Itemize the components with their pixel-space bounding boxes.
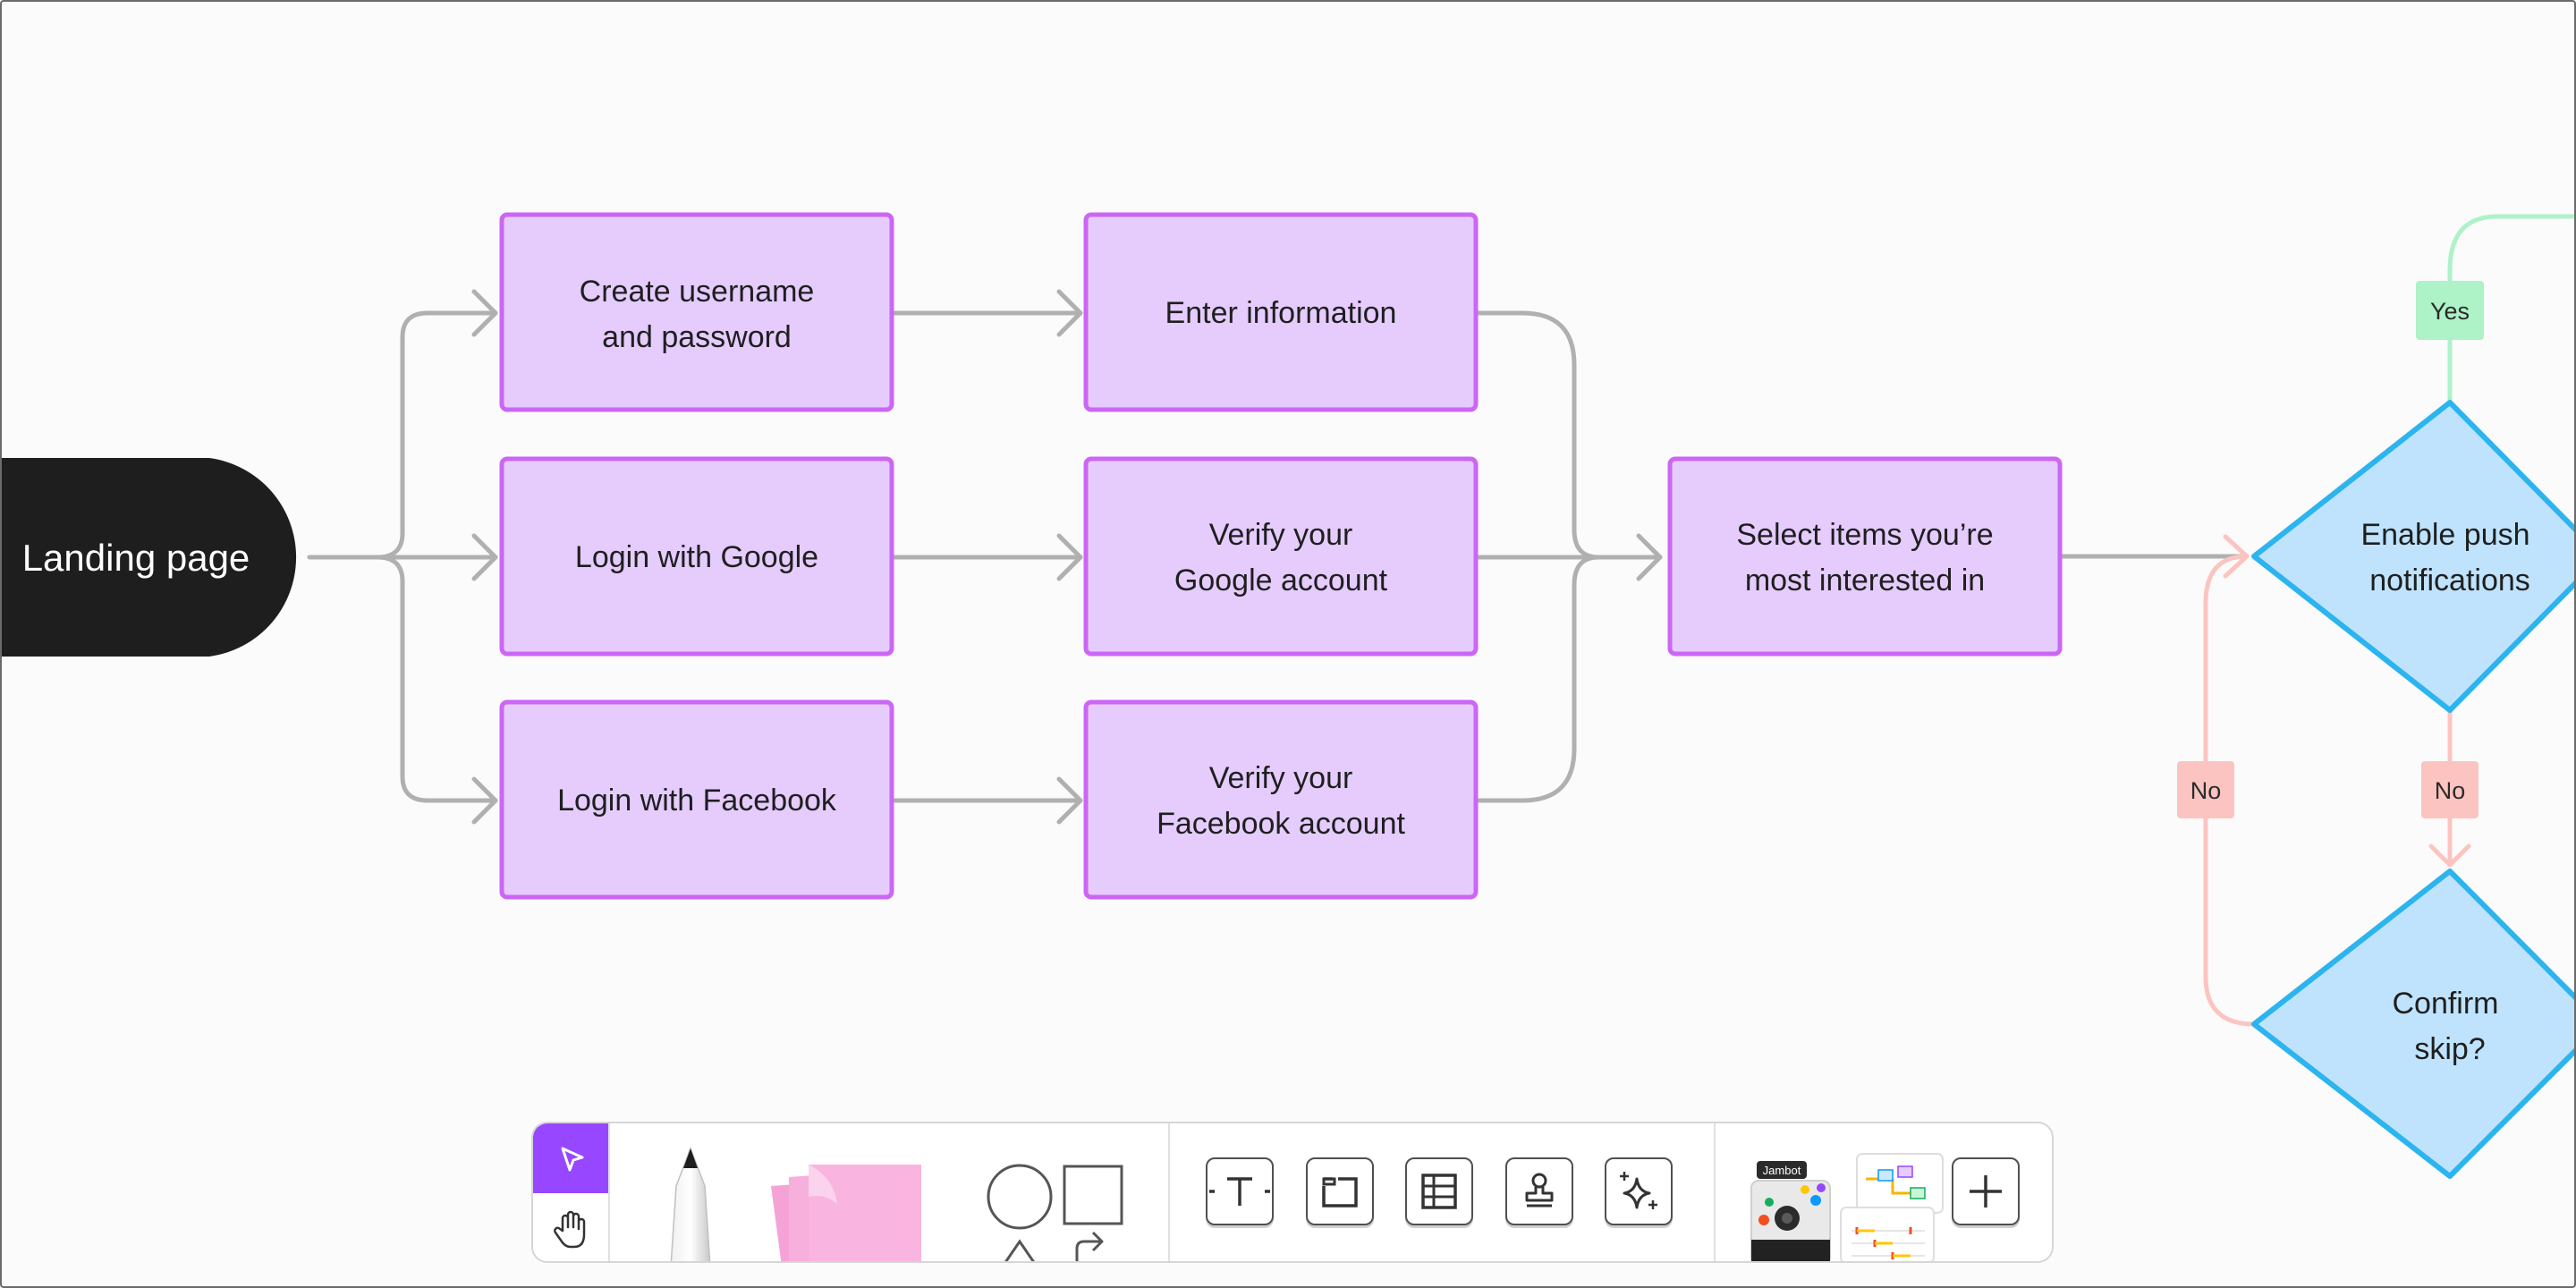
node-create-username[interactable]: Create username and password: [499, 212, 894, 412]
table-tool[interactable]: [1405, 1157, 1473, 1225]
pen-icon: [670, 1146, 711, 1261]
node-label-line: skip?: [2414, 1032, 2485, 1066]
connectors[interactable]: [307, 289, 2250, 825]
arrowhead: [1636, 533, 1663, 581]
node-verify-facebook[interactable]: Verify your Facebook account: [1083, 699, 1479, 900]
select-tool[interactable]: [533, 1123, 608, 1193]
jambot-icon: Jambot: [1750, 1161, 1831, 1261]
section-icon: [1322, 1177, 1358, 1208]
table-icon: [1421, 1174, 1457, 1209]
node-label-line: Verify your: [1209, 518, 1353, 552]
arrowhead: [1056, 289, 1083, 337]
connector-verifyf-select: [1476, 555, 1601, 803]
node-verify-google[interactable]: Verify your Google account: [1083, 456, 1479, 657]
node-label-line: notifications: [2369, 564, 2530, 597]
node-confirm-skip[interactable]: Confirm skip?: [2251, 869, 2576, 1179]
node-label-line: Facebook account: [1157, 807, 1405, 841]
node-label-line: Login with Google: [575, 540, 818, 574]
connector-landing-facebook: [375, 555, 498, 803]
jambot-label: Jambot: [1763, 1164, 1801, 1177]
node-label-line: Enter information: [1165, 296, 1397, 330]
node-enable-push[interactable]: Enable push notifications: [2251, 400, 2576, 713]
node-label-line: and password: [602, 320, 792, 354]
node-enter-information[interactable]: Enter information: [1083, 212, 1479, 412]
node-label-line: Select items you’re: [1736, 518, 1993, 552]
cursor-arrow-icon: [561, 1147, 584, 1172]
yes-label: Yes: [2430, 298, 2470, 325]
connector-yes[interactable]: [2447, 214, 2576, 405]
text-tool[interactable]: [1206, 1157, 1274, 1225]
more-tools-button[interactable]: [1952, 1157, 2020, 1225]
no-label: No: [2190, 777, 2222, 804]
node-select-items[interactable]: Select items you’re most interested in: [1667, 456, 2063, 657]
node-label-line: Create username: [580, 275, 815, 309]
hand-tool[interactable]: [533, 1193, 608, 1261]
ai-tool[interactable]: [1605, 1157, 1673, 1225]
arrowhead: [2428, 843, 2471, 868]
landing-page-node[interactable]: Landing page: [2, 458, 296, 657]
pen-tool[interactable]: [653, 1141, 728, 1261]
sparkle-icon: [1620, 1172, 1657, 1209]
connector-enter-select: [1476, 310, 1601, 560]
node-label-line: Confirm: [2392, 987, 2498, 1021]
sticky-note-tool[interactable]: [762, 1141, 941, 1261]
landing-page-label: Landing page: [22, 537, 250, 579]
node-login-facebook[interactable]: Login with Facebook: [499, 699, 894, 900]
arrowhead: [1056, 776, 1083, 825]
no-label: No: [2435, 777, 2466, 804]
node-label-line: Verify your: [1209, 761, 1353, 795]
arrowhead: [1056, 533, 1083, 581]
jambot-widget[interactable]: Jambot: [1742, 1154, 1839, 1261]
yes-badge[interactable]: Yes: [2416, 281, 2484, 340]
no-badge-down[interactable]: No: [2421, 761, 2479, 818]
hand-icon: [554, 1210, 586, 1249]
node-label-line: Enable push: [2360, 518, 2529, 552]
text-icon: [1209, 1177, 1270, 1206]
stamp-icon: [1525, 1173, 1554, 1208]
node-login-google[interactable]: Login with Google: [499, 456, 894, 657]
templates-icon: [1840, 1153, 1944, 1261]
bottom-toolbar: Jambot: [531, 1122, 2054, 1263]
stamp-tool[interactable]: [1505, 1157, 1573, 1225]
plus-icon: [1970, 1175, 2002, 1208]
arrowhead: [471, 776, 498, 825]
shapes-icon: [987, 1164, 1123, 1261]
no-badge-back[interactable]: No: [2177, 761, 2234, 818]
section-tool[interactable]: [1306, 1157, 1374, 1225]
connector-landing-create: [375, 310, 498, 560]
arrowhead: [2223, 534, 2250, 579]
node-label-line: most interested in: [1745, 564, 1985, 597]
sticky-note-icon: [771, 1165, 921, 1261]
shapes-tool[interactable]: [980, 1141, 1123, 1261]
templates-widget[interactable]: [1839, 1150, 1946, 1261]
node-label-line: Google account: [1174, 564, 1388, 597]
arrowhead: [471, 533, 498, 581]
arrowhead: [471, 289, 498, 337]
node-label-line: Login with Facebook: [557, 784, 837, 818]
